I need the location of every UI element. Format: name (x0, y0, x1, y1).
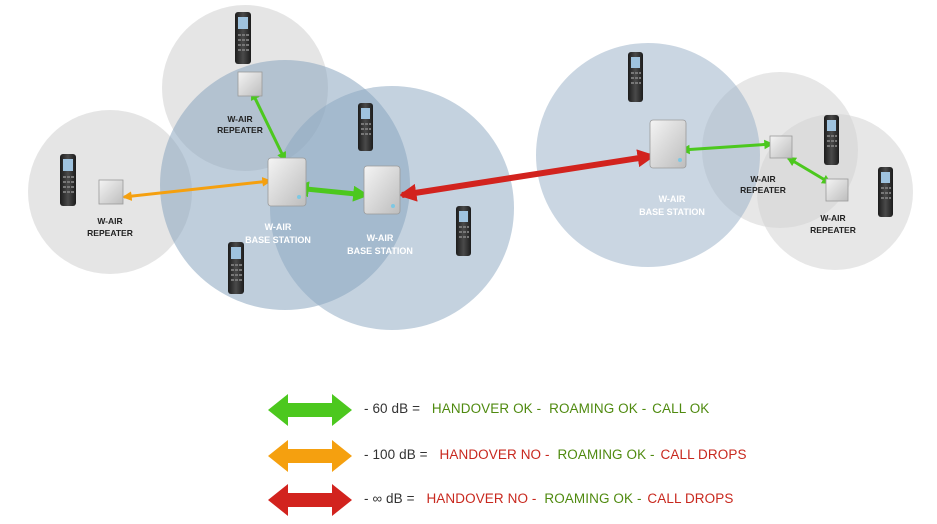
repeater-top-label-2: REPEATER (217, 125, 263, 135)
handset-icon (456, 206, 471, 256)
handset-icon (824, 115, 839, 165)
legend-call: CALL DROPS (647, 491, 734, 506)
handset-icon (628, 52, 643, 102)
link-green-top (250, 90, 287, 162)
legend-row-red: - ∞ dB = HANDOVER NO - ROAMING OK - CALL… (268, 482, 868, 518)
repeater-right-1: W-AIR REPEATER (740, 135, 793, 195)
link-green-right-1 (680, 139, 774, 155)
repeater-right-1-label-1: W-AIR (750, 174, 775, 184)
legend-text-red: - ∞ dB = HANDOVER NO - ROAMING OK - CALL… (364, 491, 733, 506)
link-green-right-2 (786, 156, 832, 185)
coverage-areas (28, 5, 913, 330)
repeater-icon (769, 135, 793, 159)
repeater-right-2-label-2: REPEATER (810, 225, 856, 235)
repeater-icon (98, 179, 124, 205)
double-arrow-green-icon (268, 394, 352, 426)
base-station-2-label-2: BASE STATION (347, 246, 413, 256)
base-station-3-label-2: BASE STATION (639, 207, 705, 217)
base-station-2: W-AIR BASE STATION (347, 165, 413, 256)
legend-roaming: ROAMING OK - (557, 447, 655, 462)
handset-icon (878, 167, 893, 217)
handset-icon (358, 103, 373, 151)
base-station-led (391, 204, 395, 208)
double-arrow-orange-icon (268, 440, 352, 472)
repeater-left-label-2: REPEATER (87, 228, 133, 238)
legend-call: CALL DROPS (660, 447, 747, 462)
link-green-bases (292, 181, 370, 202)
base-station-1-label-1: W-AIR (265, 222, 292, 232)
base-station-3: W-AIR BASE STATION (639, 119, 705, 217)
legend-handover: HANDOVER NO - (439, 447, 550, 462)
double-arrow-red-icon (268, 484, 352, 516)
handset-icon (235, 12, 251, 64)
base-station-icon (267, 157, 307, 207)
repeater-right-2-label-1: W-AIR (820, 213, 845, 223)
legend-db: - ∞ dB = (364, 491, 415, 506)
handsets (60, 12, 893, 294)
base-station-led (297, 195, 301, 199)
base-station-3-label-1: W-AIR (659, 194, 686, 204)
link-red-bases (398, 149, 656, 202)
legend-text-orange: - 100 dB = HANDOVER NO - ROAMING OK - CA… (364, 447, 747, 462)
legend-db: - 100 dB = (364, 447, 428, 462)
legend-db: - 60 dB = (364, 401, 421, 416)
repeater-left-label-1: W-AIR (97, 216, 122, 226)
repeater-left: W-AIR REPEATER (87, 179, 133, 238)
legend-text-green: - 60 dB = HANDOVER OK - ROAMING OK - CAL… (364, 401, 709, 416)
legend-row-orange: - 100 dB = HANDOVER NO - ROAMING OK - CA… (268, 438, 868, 474)
base-station-led (678, 158, 682, 162)
legend-roaming: ROAMING OK - (544, 491, 642, 506)
repeater-icon (825, 178, 849, 202)
repeater-right-1-label-2: REPEATER (740, 185, 786, 195)
base-station-1-label-2: BASE STATION (245, 235, 311, 245)
handset-icon (228, 242, 244, 294)
repeater-top-label-1: W-AIR (227, 114, 252, 124)
legend-call: CALL OK (652, 401, 710, 416)
base-station-1: W-AIR BASE STATION (245, 157, 311, 245)
repeater-icon (237, 71, 263, 97)
link-orange-left (122, 177, 272, 201)
links (122, 90, 832, 202)
repeater-top: W-AIR REPEATER (217, 71, 263, 135)
base-station-2-label-1: W-AIR (367, 233, 394, 243)
base-station-icon (649, 119, 687, 169)
legend-handover: HANDOVER NO - (426, 491, 537, 506)
repeater-right-2: W-AIR REPEATER (810, 178, 856, 235)
handset-icon (60, 154, 76, 206)
base-station-icon (363, 165, 401, 215)
legend-handover: HANDOVER OK - (431, 401, 542, 416)
legend-row-green: - 60 dB = HANDOVER OK - ROAMING OK - CAL… (268, 392, 868, 428)
legend-roaming: ROAMING OK - (549, 401, 647, 416)
